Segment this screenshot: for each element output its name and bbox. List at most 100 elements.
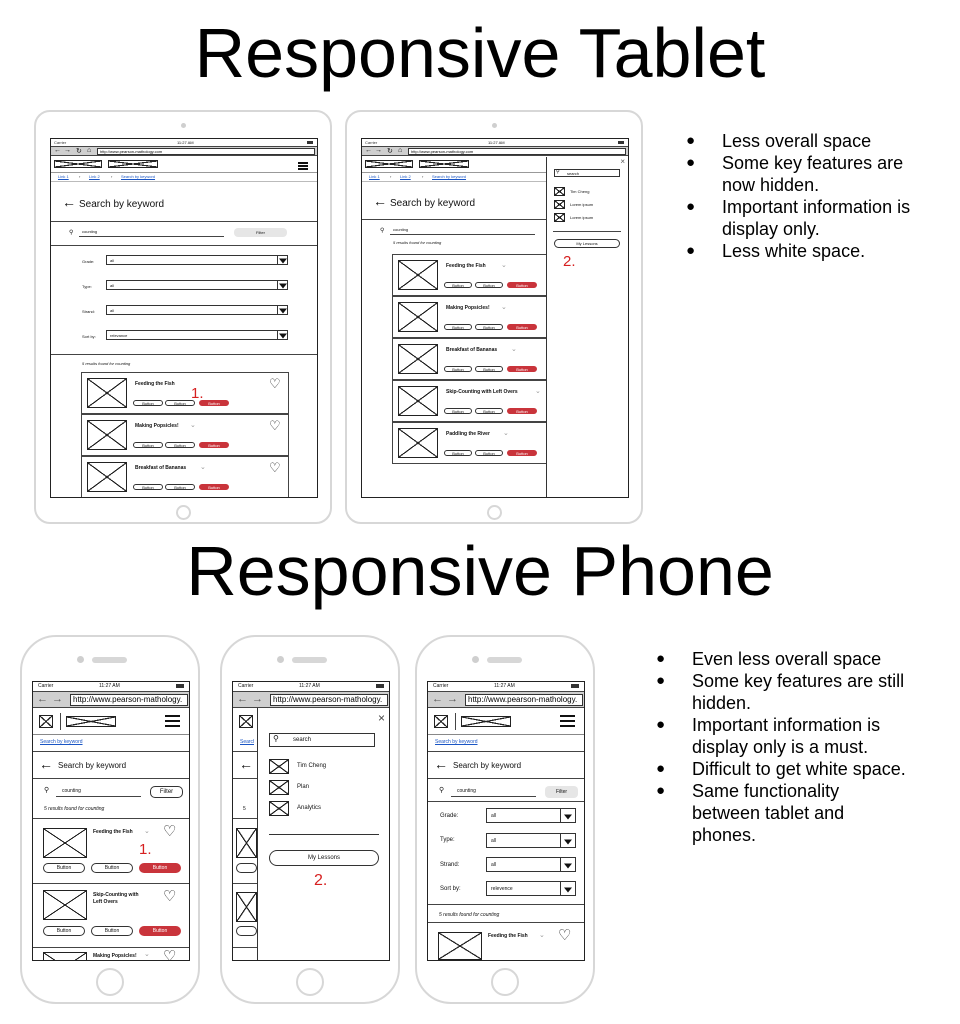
lesson-button[interactable]: Button (165, 484, 195, 490)
lesson-button-primary[interactable]: Button (199, 400, 229, 406)
hamburger-menu-icon[interactable] (560, 715, 575, 727)
forward-arrow-icon[interactable]: → (52, 693, 63, 705)
breadcrumb-link-1[interactable]: Link 1 (369, 174, 380, 179)
menu-item-user[interactable]: Tim Cheng (297, 763, 327, 769)
lesson-card[interactable]: Breakfast of Bananas ⌄ ♡ Button Button B… (81, 456, 289, 497)
lesson-button[interactable]: Button (133, 484, 163, 490)
chevron-down-icon[interactable]: ⌄ (144, 951, 150, 958)
chevron-down-icon[interactable]: ⌄ (511, 346, 517, 353)
hamburger-menu-icon[interactable] (165, 715, 180, 727)
lesson-button[interactable]: Button (133, 400, 163, 406)
lesson-button[interactable]: Button (444, 366, 472, 372)
filter-button[interactable]: Filter (545, 786, 578, 798)
lesson-button[interactable]: Button (91, 863, 133, 873)
chevron-down-icon[interactable]: ⌄ (539, 932, 545, 939)
forward-arrow-icon[interactable]: → (447, 693, 458, 705)
filter-button[interactable]: Filter (234, 228, 287, 237)
lesson-button[interactable]: Button (43, 926, 85, 936)
home-button[interactable] (487, 505, 502, 520)
home-button[interactable] (491, 968, 519, 996)
url-field[interactable]: http://www.pearson-mathology.com (97, 148, 315, 155)
chevron-down-icon[interactable]: ⌄ (190, 422, 196, 429)
back-arrow-icon[interactable]: ← (239, 756, 253, 772)
sort-select[interactable]: relevence (486, 881, 576, 896)
breadcrumb-search[interactable]: Search by keyword (435, 739, 478, 745)
type-select[interactable]: all (486, 833, 576, 848)
lesson-card[interactable]: Feeding the Fish ⌄ Button Button Button (392, 254, 548, 296)
grade-select[interactable]: all (106, 255, 288, 265)
lesson-card[interactable]: Making Popsicles! ⌄ Button Button Button (392, 296, 548, 338)
lesson-button[interactable]: Button (91, 926, 133, 936)
home-icon[interactable]: ⌂ (87, 147, 92, 154)
heart-icon[interactable]: ♡ (269, 460, 281, 475)
back-arrow-icon[interactable]: ← (237, 693, 248, 705)
back-arrow-icon[interactable]: ← (365, 147, 372, 154)
lesson-button-primary[interactable]: Button (507, 366, 537, 372)
menu-search-field[interactable]: ⚲ search (554, 169, 620, 177)
url-field[interactable]: http://www.pearson-mathology.com (408, 148, 626, 155)
close-icon[interactable]: × (377, 711, 385, 725)
lesson-button[interactable]: Button (475, 324, 503, 330)
my-lessons-button[interactable]: My Lessons (269, 850, 379, 866)
lesson-button[interactable]: Button (444, 408, 472, 414)
back-arrow-icon[interactable]: ← (39, 756, 53, 772)
reload-icon[interactable]: ↻ (76, 148, 82, 155)
lesson-button[interactable] (236, 863, 257, 873)
breadcrumb-search[interactable]: Search by keyword (432, 174, 467, 179)
lesson-button[interactable] (236, 926, 257, 936)
lesson-button-primary[interactable]: Button (139, 863, 181, 873)
lesson-button-primary[interactable]: Button (199, 442, 229, 448)
menu-item[interactable]: Lorem ipsum (570, 215, 594, 220)
search-input[interactable]: counting (393, 227, 409, 232)
heart-icon[interactable]: ♡ (163, 888, 177, 905)
home-button[interactable] (96, 968, 124, 996)
heart-icon[interactable]: ♡ (163, 948, 177, 961)
lesson-card[interactable]: Feeding the Fish ⌄ ♡ Button Button Butto… (33, 819, 189, 883)
hamburger-menu-icon[interactable] (298, 162, 308, 170)
lesson-card[interactable]: Skip-Counting with Left Overs ♡ Button B… (33, 884, 189, 946)
search-input[interactable]: counting (457, 788, 476, 794)
lesson-button[interactable]: Button (165, 400, 195, 406)
lesson-button[interactable]: Button (133, 442, 163, 448)
strand-select[interactable]: all (486, 857, 576, 872)
heart-icon[interactable]: ♡ (269, 418, 281, 433)
home-button[interactable] (176, 505, 191, 520)
forward-arrow-icon[interactable]: → (375, 147, 382, 154)
breadcrumb-link-1[interactable]: Link 1 (58, 174, 69, 179)
heart-icon[interactable]: ♡ (163, 823, 177, 840)
search-input[interactable]: counting (62, 788, 81, 794)
breadcrumb-search[interactable]: Search by keyword (40, 739, 83, 745)
lesson-card[interactable]: Breakfast of Bananas ⌄ Button Button But… (392, 338, 548, 380)
lesson-button[interactable]: Button (165, 442, 195, 448)
heart-icon[interactable]: ♡ (558, 927, 572, 944)
url-field[interactable]: http://www.pearson-mathology. (70, 694, 188, 706)
lesson-card[interactable]: Feeding the Fish ♡ Button Button Button (81, 372, 289, 414)
breadcrumb-search[interactable]: Search by keyword (121, 174, 156, 179)
forward-arrow-icon[interactable]: → (64, 147, 71, 154)
home-button[interactable] (296, 968, 324, 996)
chevron-down-icon[interactable]: ⌄ (501, 262, 507, 269)
sort-select[interactable]: relevance (106, 330, 288, 340)
search-input[interactable]: counting (82, 229, 98, 234)
lesson-card[interactable]: Skip-Counting with Left Overs ⌄ Button B… (392, 380, 548, 422)
menu-item-plan[interactable]: Plan (297, 784, 310, 790)
chevron-down-icon[interactable]: ⌄ (535, 388, 541, 395)
lesson-button[interactable]: Button (475, 450, 503, 456)
lesson-button-primary[interactable]: Button (507, 324, 537, 330)
lesson-button-primary[interactable]: Button (139, 926, 181, 936)
breadcrumb-link-2[interactable]: Link 2 (89, 174, 100, 179)
lesson-button-primary[interactable]: Button (199, 484, 229, 490)
heart-icon[interactable]: ♡ (269, 376, 281, 391)
chevron-down-icon[interactable]: ⌄ (503, 430, 509, 437)
menu-item-user[interactable]: Tim Cheng (570, 189, 590, 194)
grade-select[interactable]: all (486, 808, 576, 823)
filter-button[interactable]: Filter (150, 786, 183, 798)
home-icon[interactable]: ⌂ (398, 147, 403, 154)
lesson-button-primary[interactable]: Button (507, 408, 537, 414)
type-select[interactable]: all (106, 280, 288, 290)
reload-icon[interactable]: ↻ (387, 148, 393, 155)
lesson-button-primary[interactable]: Button (507, 450, 537, 456)
lesson-button[interactable]: Button (444, 450, 472, 456)
lesson-card[interactable]: Making Popsicles! ⌄ ♡ Button Button Butt… (81, 414, 289, 456)
menu-search-field[interactable]: ⚲ search (269, 733, 375, 747)
